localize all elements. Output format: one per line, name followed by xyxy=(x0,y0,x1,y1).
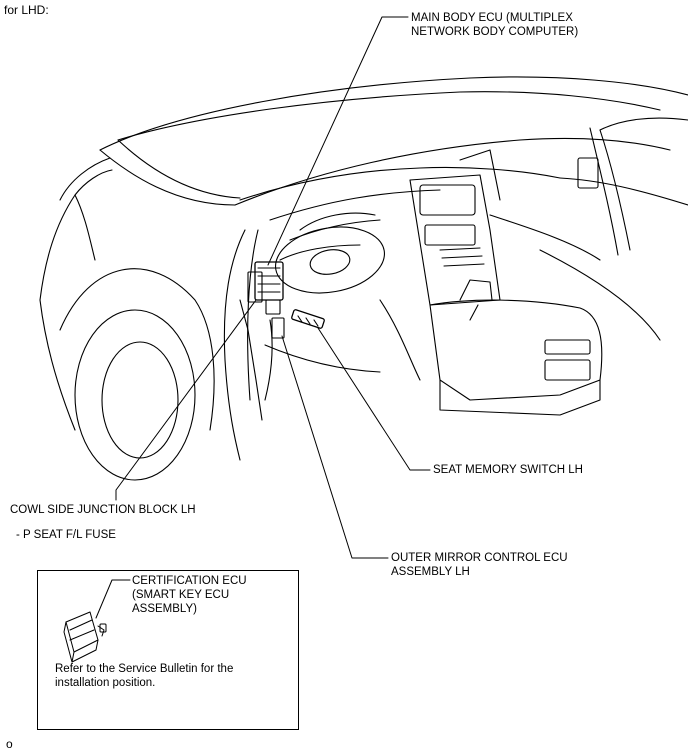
seat-memory-switch xyxy=(291,309,325,329)
center-stack xyxy=(409,174,501,306)
wheel-arch xyxy=(59,268,215,431)
service-bulletin-note: Refer to the Service Bulletin for the in… xyxy=(55,663,234,689)
leader-main-body-ecu xyxy=(267,16,409,266)
figure-code: o xyxy=(6,737,13,751)
front-wheel xyxy=(74,309,196,481)
door-opening xyxy=(223,229,246,461)
a-pillar xyxy=(99,149,236,206)
certification-ecu-image xyxy=(63,611,107,663)
certification-inset-box xyxy=(37,570,299,730)
center-console xyxy=(429,299,603,401)
cowl-junction-label: COWL SIDE JUNCTION BLOCK LH xyxy=(10,504,196,516)
leader-seat-memory xyxy=(317,327,431,471)
windshield-lower xyxy=(234,137,671,206)
roof-outline xyxy=(99,76,688,151)
seat-memory-switch-label: SEAT MEMORY SWITCH LH xyxy=(433,464,583,476)
steering-wheel xyxy=(275,226,385,294)
hood xyxy=(59,157,111,201)
dashboard-top xyxy=(239,166,561,201)
main-body-ecu-label: MAIN BODY ECU (MULTIPLEX NETWORK BODY CO… xyxy=(411,12,579,38)
outer-mirror-label: OUTER MIRROR CONTROL ECU ASSEMBLY LH xyxy=(391,552,568,578)
fuse-label: - P SEAT F/L FUSE xyxy=(16,529,116,541)
leader-outer-mirror xyxy=(281,335,389,559)
windshield-upper xyxy=(117,91,661,141)
leader-certification xyxy=(95,579,131,619)
leader-cowl xyxy=(115,299,257,501)
certification-ecu-label: CERTIFICATION ECU (SMART KEY ECU ASSEMBL… xyxy=(132,575,247,615)
header-label: for LHD: xyxy=(4,3,49,17)
